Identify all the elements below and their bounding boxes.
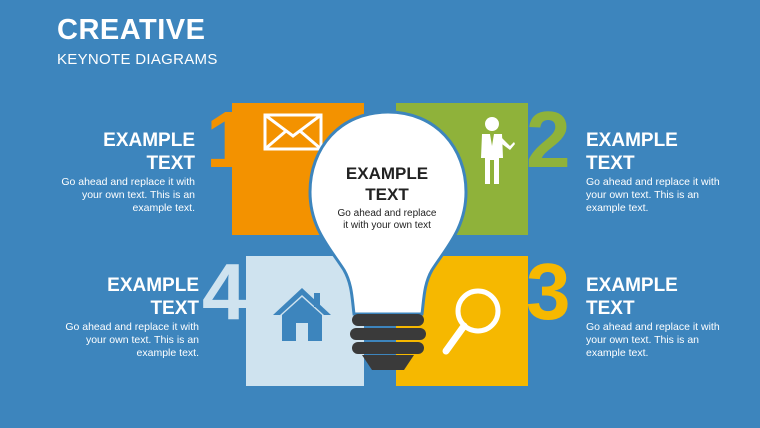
item-3-title-line2: TEXT (586, 298, 635, 319)
item-3-title-line1: EXAMPLE (586, 275, 678, 296)
number-3: 3 (526, 247, 571, 336)
bulb-body: Go ahead and replace it with your own te… (316, 208, 458, 232)
item-2-body-line2: your own text. This is an (586, 189, 700, 201)
item-1-body-line1: Go ahead and replace it with (61, 176, 195, 188)
item-4-body-line3: example text. (136, 347, 199, 359)
magnifier-icon (442, 288, 501, 355)
item-3-body-line3: example text. (586, 347, 649, 359)
item-2-body-line1: Go ahead and replace it with (586, 176, 720, 188)
bulb-title-line2: TEXT (365, 185, 409, 204)
number-4: 4 (202, 247, 247, 336)
item-1-title-line2: TEXT (146, 153, 195, 174)
page-subtitle: KEYNOTE DIAGRAMS (57, 51, 218, 68)
item-4-body-line2: your own text. This is an (85, 334, 199, 346)
home-icon (273, 288, 331, 341)
bulb-body-line2: it with your own text (343, 220, 431, 231)
person-icon (481, 117, 515, 184)
number-2: 2 (526, 95, 571, 184)
item-2-body-line3: example text. (586, 202, 649, 214)
item-4-title-line1: EXAMPLE (107, 275, 199, 296)
page-title: CREATIVE (57, 14, 206, 46)
item-4-text: EXAMPLE TEXT Go ahead and replace it wit… (34, 274, 199, 360)
item-2-title-line2: TEXT (586, 153, 635, 174)
item-3-body-line1: Go ahead and replace it with (586, 321, 720, 333)
bulb-title: EXAMPLE TEXT (316, 163, 458, 205)
item-2-title-line1: EXAMPLE (586, 130, 678, 151)
envelope-icon (263, 113, 323, 151)
bulb-title-line1: EXAMPLE (345, 164, 429, 183)
item-3-body-line2: your own text. This is an (586, 334, 700, 346)
item-1-body-line3: example text. (132, 202, 195, 214)
item-1-body-line2: your own text. This is an (81, 189, 195, 201)
item-1-title-line1: EXAMPLE (103, 130, 195, 151)
lightbulb-base (350, 314, 426, 370)
bulb-body-line1: Go ahead and replace (337, 208, 437, 219)
item-1-text: EXAMPLE TEXT Go ahead and replace it wit… (30, 129, 195, 215)
item-3-text: EXAMPLE TEXT Go ahead and replace it wit… (586, 274, 751, 360)
item-2-text: EXAMPLE TEXT Go ahead and replace it wit… (586, 129, 751, 215)
item-4-body-line1: Go ahead and replace it with (65, 321, 199, 333)
item-4-title-line2: TEXT (150, 298, 199, 319)
